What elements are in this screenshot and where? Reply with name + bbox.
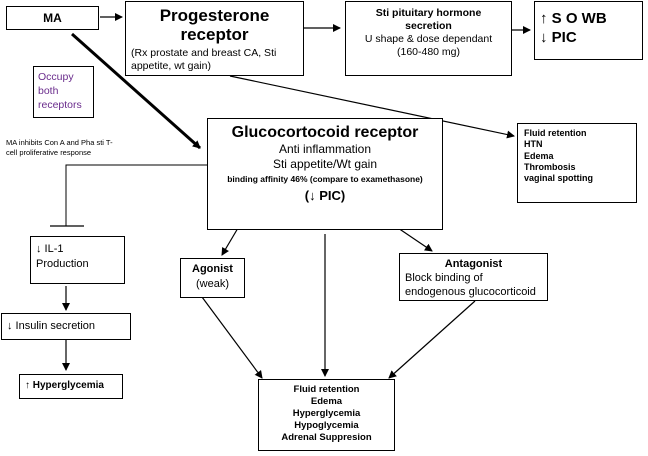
side-effect-item: Fluid retention [524,128,587,138]
arrow-antagonist-to-outcomes [388,300,476,379]
hyperglycemia-label: ↑ Hyperglycemia [25,380,104,391]
pituitary-secretion-box: Sti pituitary hormone secretion U shape … [345,1,512,76]
occupy-line3: receptors [38,99,82,111]
pituitary-detail-line1: U shape & dose dependant [364,33,493,45]
il1-production-box: ↓ IL-1 Production [30,236,125,284]
ma-label: MA [43,11,62,25]
il1-line1: ↓ IL-1 [36,243,64,255]
ma-inhibits-note-line1: MA inhibits Con A and Pha sti T- [6,138,113,147]
progesterone-title-line1: Progesterone [159,6,270,25]
agonist-box: Agonist (weak) [180,258,245,298]
outcome-item: Hypoglycemia [294,419,359,431]
pituitary-title-line2: secretion [405,20,452,32]
antagonist-title: Antagonist [444,258,503,270]
side-effect-item: HTN [524,139,543,150]
progesterone-receptor-box: Progesterone receptor (Rx prostate and b… [125,1,304,76]
arrow-progesterone-to-side-effects [229,75,515,139]
sowb-line2: ↓ PIC [540,29,577,46]
pituitary-detail-line2: (160-480 mg) [396,46,461,58]
antagonist-line1: Block binding of [405,272,483,284]
glucocorticoid-line2: Sti appetite/Wt gain [272,157,378,171]
ma-box: MA [6,6,99,30]
outcome-item: Adrenal Suppresion [281,431,372,443]
antagonist-box: Antagonist Block binding of endogenous g… [399,253,548,301]
arrow-ma-to-glucocorticoid [71,32,201,150]
glucocorticoid-title: Glucocortocoid receptor [231,124,419,141]
il1-line2: Production [36,258,89,270]
glucocorticoid-line3: binding affinity 46% (compare to exameth… [227,174,423,184]
progesterone-detail-line2: appetite, wt gain) [131,60,211,72]
pituitary-title-line1: Sti pituitary hormone [375,7,482,19]
insulin-label: ↓ Insulin secretion [7,320,96,332]
side-effect-item: Edema [524,150,554,161]
arrow-gr-to-agonist [221,227,239,256]
outcome-item: Edema [310,395,343,407]
sowb-line1: ↑ S O WB [540,10,607,27]
arrow-gr-to-antagonist [397,227,433,252]
antagonist-line2: endogenous glucocorticoid [405,286,536,298]
hyperglycemia-box: ↑ Hyperglycemia [19,374,123,399]
arrow-agonist-to-outcomes [201,296,263,379]
agonist-title: Agonist [192,263,233,275]
occupy-line1: Occupy [38,71,74,83]
outcome-item: Fluid retention [293,384,360,395]
ma-inhibits-note-line2: cell proliferative response [6,148,92,157]
glucocorticoid-line4: (↓ PIC) [304,188,346,203]
glucocorticoid-line1: Anti inflammation [278,142,372,156]
occupy-line2: both [38,85,59,97]
outcome-item: Hyperglycemia [292,407,361,419]
glucocorticoid-receptor-box: Glucocortocoid receptor Anti inflammatio… [207,118,443,230]
inhibition-line [65,164,207,226]
occupy-receptors-box: Occupy both receptors [33,66,94,118]
agonist-detail: (weak) [195,278,229,290]
sowb-box: ↑ S O WB ↓ PIC [534,1,643,60]
side-effect-item: Thrombosis [524,161,576,172]
insulin-secretion-box: ↓ Insulin secretion [1,313,131,340]
progesterone-detail-line1: (Rx prostate and breast CA, Sti [131,47,277,59]
progesterone-title-line2: receptor [180,25,249,44]
side-effect-item: vaginal spotting [524,173,594,183]
